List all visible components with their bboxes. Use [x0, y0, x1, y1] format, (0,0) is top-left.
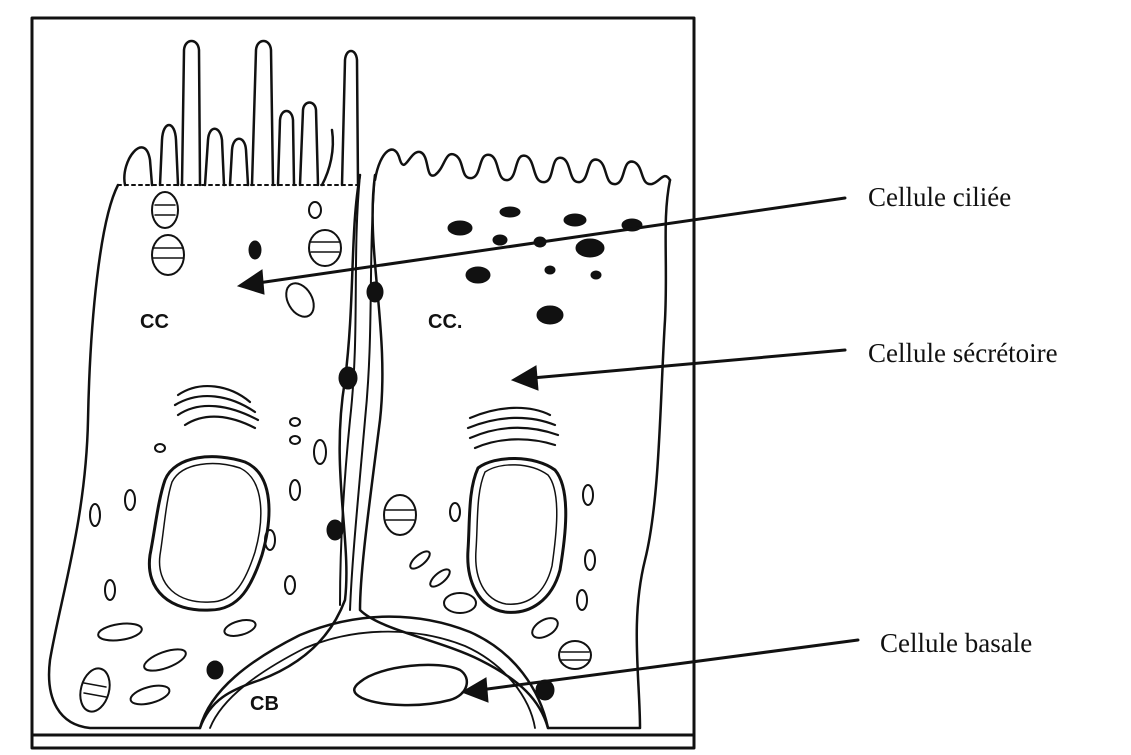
label-cellule-secretoire: Cellule sécrétoire [868, 338, 1058, 368]
abbr-basal-cell: CB [250, 693, 279, 715]
label-cellule-basale: Cellule basale [880, 628, 1032, 658]
abbr-right-cell: CC. [428, 311, 462, 333]
label-cellule-ciliee: Cellule ciliée [868, 182, 1011, 212]
abbr-left-cell: CC [140, 311, 169, 333]
